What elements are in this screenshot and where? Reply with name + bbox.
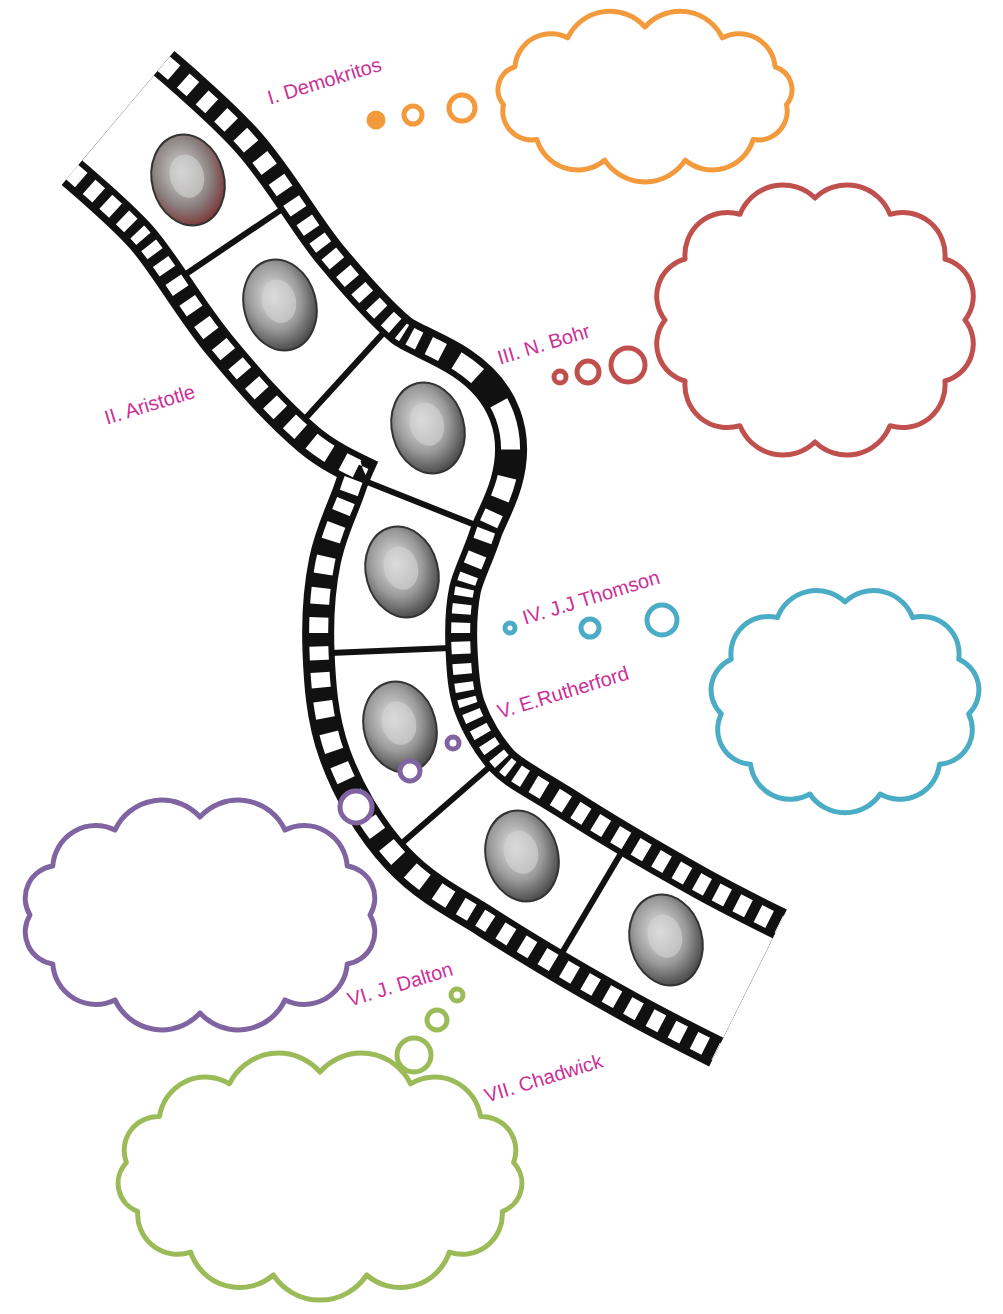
thought-cloud (25, 737, 459, 1030)
frame-divider (330, 648, 450, 653)
portrait-oval (233, 251, 326, 359)
scientist-label: III. N. Bohr (494, 319, 592, 370)
cloud-outline (711, 591, 979, 813)
cloud-outline (657, 185, 974, 455)
portrait-oval (353, 673, 446, 781)
scientist-label: V. E.Rutherford (494, 661, 631, 724)
thought-bubble (577, 361, 599, 383)
thought-cloud (369, 11, 792, 182)
thought-bubble (404, 106, 422, 124)
thought-cloud (505, 591, 979, 813)
cloud-outline (118, 1053, 522, 1300)
thought-bubble (447, 737, 459, 749)
cloud-outline (25, 800, 375, 1030)
thought-bubble (340, 791, 372, 823)
thought-bubble (505, 623, 515, 633)
portrait-face (379, 542, 423, 593)
portrait (141, 126, 234, 234)
scientist-label: VI. J. Dalton (344, 957, 455, 1012)
thought-bubble (397, 1038, 431, 1072)
scientist-label: VII. Chadwick (481, 1049, 605, 1108)
portrait-face (377, 697, 421, 748)
thought-bubble (647, 605, 677, 635)
scientist-label: I. Demokritos (264, 52, 384, 109)
portrait (381, 374, 474, 482)
portrait-face (405, 398, 449, 449)
portrait-oval (141, 126, 234, 234)
portrait-face (165, 150, 209, 201)
portrait-oval (619, 886, 712, 994)
portrait (619, 886, 712, 994)
thought-bubble (400, 761, 420, 781)
cloud-outline (498, 11, 792, 182)
portrait-face (499, 826, 543, 877)
scientist-label: IV. J.J Thomson (519, 565, 662, 630)
frame-divider (561, 851, 622, 954)
portrait (475, 802, 568, 910)
thought-bubble (581, 619, 599, 637)
scientist-label: II. Aristotle (101, 379, 197, 429)
portrait-face (643, 910, 687, 961)
thought-cloud (554, 185, 973, 455)
thought-bubble (611, 348, 645, 382)
thought-bubble (554, 371, 566, 383)
portrait-face (257, 275, 301, 326)
thought-cloud (118, 989, 522, 1300)
portrait-oval (381, 374, 474, 482)
thought-bubble (369, 113, 383, 127)
thought-bubble (449, 95, 475, 121)
frame-divider (304, 331, 385, 420)
portrait (233, 251, 326, 359)
portrait-oval (355, 518, 448, 626)
portrait-oval (475, 802, 568, 910)
portrait (355, 518, 448, 626)
frame-divider (365, 481, 476, 525)
thought-bubble (451, 989, 463, 1001)
portrait (353, 673, 446, 781)
thought-bubble (427, 1010, 447, 1030)
